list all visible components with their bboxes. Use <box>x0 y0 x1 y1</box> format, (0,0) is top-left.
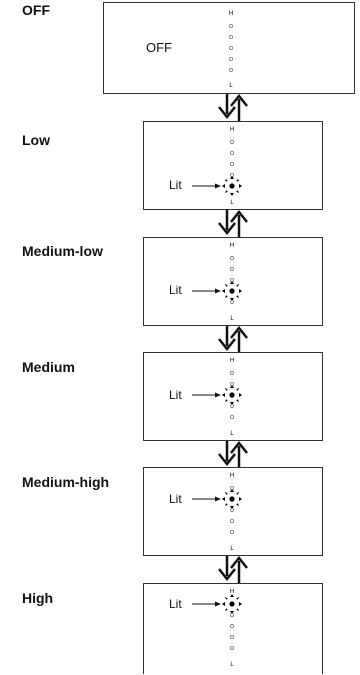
scale-bottom-label: L <box>230 431 234 437</box>
scale-bottom-label: L <box>229 83 233 89</box>
state-label-medium: Medium <box>22 359 75 375</box>
lit-dot-icon <box>222 385 242 405</box>
arrow-down-head <box>218 222 236 236</box>
off-display-text: OFF <box>146 40 172 55</box>
pointer-arrow-head <box>215 183 221 189</box>
state-label-off: OFF <box>22 2 50 18</box>
level-dot-3 <box>230 624 235 629</box>
level-dot-1 <box>230 415 235 420</box>
transition-arrows <box>218 210 248 238</box>
lit-label: Lit <box>169 388 182 402</box>
scale-top-label: H <box>230 589 234 595</box>
arrow-down-head <box>218 568 236 582</box>
level-scale-medium-high: H L <box>192 473 242 552</box>
state-label-medium-low: Medium-low <box>22 243 103 259</box>
level-dot-5 <box>229 23 234 28</box>
transition-arrows <box>218 326 248 354</box>
level-dot-2 <box>230 519 235 524</box>
level-scale-medium: H L <box>192 358 242 437</box>
lit-dot-icon <box>222 281 242 301</box>
level-dot-4 <box>230 266 235 271</box>
arrow-up-head <box>230 326 248 339</box>
pointer-arrow-head <box>215 392 221 398</box>
lit-label: Lit <box>169 283 182 297</box>
level-scale-medium-low: H L <box>192 243 242 322</box>
scale-top-label: H <box>230 358 234 364</box>
scale-bottom-label: L <box>230 662 234 668</box>
level-scale-low: H L <box>192 127 242 206</box>
level-dot-5 <box>230 255 235 260</box>
pointer-arrow-head <box>215 496 221 502</box>
indicator-panel-low: Lit H L <box>143 121 323 210</box>
level-dot-4 <box>230 612 235 617</box>
level-scale-high: H L <box>192 589 242 668</box>
scale-bottom-label: L <box>230 546 234 552</box>
level-dot-2 <box>230 635 235 640</box>
arrow-down-head <box>218 106 236 120</box>
transition-arrows <box>218 556 248 584</box>
scale-top-label: H <box>230 473 234 479</box>
indicator-panel-off: OFF H L <box>103 2 355 94</box>
level-dot-5 <box>230 370 235 375</box>
level-dot-1 <box>229 68 234 73</box>
indicator-panel-medium-high: Lit H L <box>143 467 323 556</box>
indicator-panel-high: Lit H L <box>143 583 323 674</box>
scale-top-label: H <box>229 11 233 17</box>
lit-label: Lit <box>169 178 182 192</box>
level-dot-3 <box>230 162 235 167</box>
arrow-up-head <box>230 210 248 223</box>
arrow-up-head <box>230 556 248 569</box>
level-dot-1 <box>230 530 235 535</box>
arrow-up-head <box>230 94 248 107</box>
scale-bottom-label: L <box>230 316 234 322</box>
arrow-up-head <box>230 441 248 454</box>
level-dot-3 <box>229 46 234 51</box>
lit-label: Lit <box>169 492 182 506</box>
lit-dot-icon <box>222 489 242 509</box>
scale-top-label: H <box>230 127 234 133</box>
transition-arrows <box>218 441 248 469</box>
scale-top-label: H <box>230 243 234 249</box>
state-label-high: High <box>22 590 54 606</box>
state-label-low: Low <box>22 132 50 148</box>
level-dot-5 <box>230 139 235 144</box>
state-label-medium-high: Medium-high <box>22 474 110 490</box>
pointer-arrow-head <box>215 288 221 294</box>
level-dot-1 <box>230 646 235 651</box>
lit-dot-icon <box>222 176 242 196</box>
indicator-panel-medium: Lit H L <box>143 352 323 441</box>
scale-bottom-label: L <box>230 200 234 206</box>
arrow-down-head <box>218 453 236 467</box>
level-dot-1 <box>230 300 235 305</box>
level-dot-4 <box>230 150 235 155</box>
level-dot-2 <box>229 57 234 62</box>
level-scale-off: H L <box>229 11 234 89</box>
level-dot-2 <box>230 404 235 409</box>
arrow-down-head <box>218 338 236 352</box>
indicator-panel-medium-low: Lit H L <box>143 237 323 326</box>
lit-dot-icon <box>222 594 242 614</box>
transition-arrows <box>218 94 248 122</box>
lit-label: Lit <box>169 597 182 611</box>
pointer-arrow-head <box>215 601 221 607</box>
level-dot-4 <box>229 35 234 40</box>
level-dot-3 <box>230 508 235 513</box>
